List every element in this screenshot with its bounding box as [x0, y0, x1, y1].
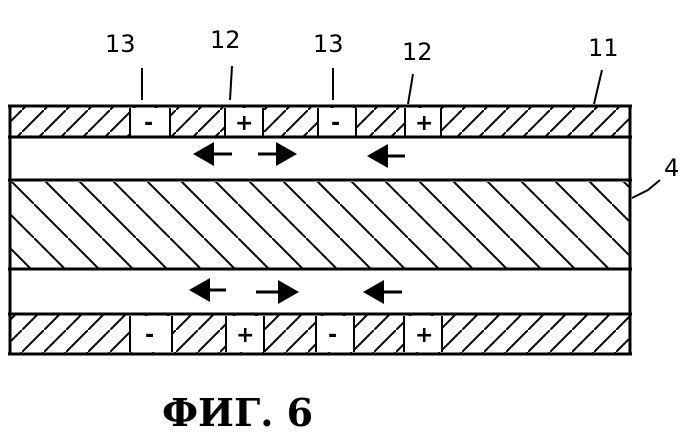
- label-13-left: 13: [105, 30, 136, 58]
- core-layer: [10, 182, 630, 268]
- label-4: 4: [664, 154, 679, 182]
- top-magnet-layer: - + - +: [10, 107, 630, 137]
- bottom-gap: [10, 270, 630, 312]
- bottom-magnet-layer: - + - +: [10, 315, 630, 353]
- bottom-sign-plus-2: +: [415, 323, 433, 348]
- bottom-sign-minus-1: -: [145, 323, 154, 348]
- label-12-right: 12: [402, 38, 433, 66]
- label-12-left: 12: [210, 26, 241, 54]
- label-11: 11: [588, 34, 619, 62]
- top-gap: [10, 137, 630, 179]
- bottom-sign-plus-1: +: [236, 323, 254, 348]
- top-sign-plus-1: +: [235, 111, 253, 136]
- top-sign-plus-2: +: [415, 111, 433, 136]
- figure-caption: ФИГ. 6: [162, 390, 313, 435]
- top-sign-minus-1: -: [144, 111, 153, 136]
- label-13-right: 13: [313, 30, 344, 58]
- top-sign-minus-2: -: [331, 111, 340, 136]
- bottom-sign-minus-2: -: [328, 323, 337, 348]
